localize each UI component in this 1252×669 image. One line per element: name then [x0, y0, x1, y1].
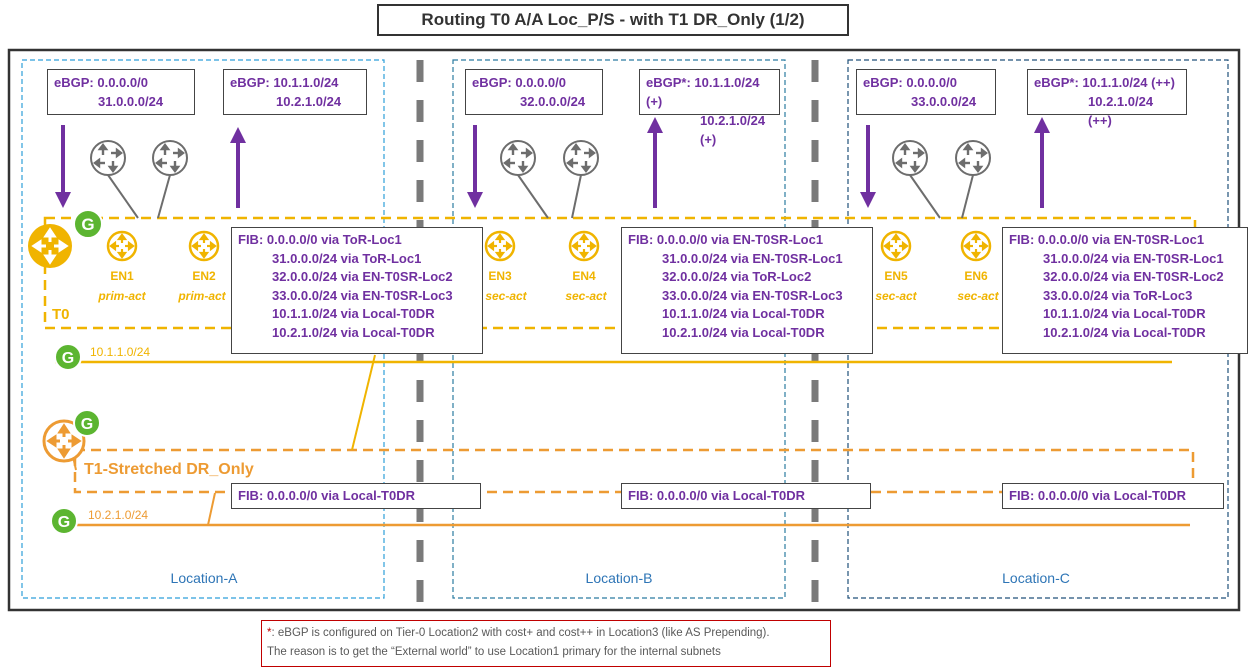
- fib-t1-box: FIB: 0.0.0.0/0 via Local-T0DR: [621, 483, 871, 509]
- g-badge-icon: G: [73, 409, 101, 437]
- tor-router-icon: [151, 139, 189, 177]
- location-label: Location-A: [170, 570, 238, 586]
- location-label: Location-C: [1002, 570, 1070, 586]
- edge-node-icon: [568, 230, 600, 262]
- bgp-in-box: eBGP: 0.0.0.0/0 32.0.0.0/24: [465, 69, 603, 115]
- t0-router-icon: [28, 224, 72, 268]
- g-badge-icon: G: [54, 343, 82, 371]
- fib-t0-box: FIB: 0.0.0.0/0 via EN-T0SR-Loc1 31.0.0.0…: [1002, 227, 1248, 354]
- location-a-box: [21, 59, 385, 599]
- location-label: Location-B: [585, 570, 653, 586]
- bgp-out-box: eBGP*: 10.1.1.0/24 (++) 10.2.1.0/24 (++): [1027, 69, 1187, 128]
- fib-t1-box: FIB: 0.0.0.0/0 via Local-T0DR: [231, 483, 481, 509]
- edge-node-mode: prim-act: [98, 289, 146, 303]
- t0-label: T0: [52, 306, 70, 323]
- segment-label: 10.2.1.0/24: [88, 508, 149, 522]
- edge-node-icon: [484, 230, 516, 262]
- t1-label: T1-Stretched DR_Only: [82, 461, 256, 479]
- tor-router-icon: [499, 139, 537, 177]
- edge-node-label: EN3: [488, 269, 512, 283]
- svg-text:G: G: [81, 215, 94, 234]
- edge-node-mode: sec-act: [485, 289, 527, 303]
- svg-text:G: G: [62, 350, 74, 367]
- svg-text:G: G: [58, 514, 70, 531]
- fib-t0-box: FIB: 0.0.0.0/0 via ToR-Loc1 31.0.0.0/24 …: [231, 227, 483, 354]
- bgp-in-box: eBGP: 0.0.0.0/0 31.0.0.0/24: [47, 69, 195, 115]
- edge-node-label: EN5: [884, 269, 908, 283]
- tor-router-icon: [891, 139, 929, 177]
- segment-label: 10.1.1.0/24: [90, 345, 151, 359]
- edge-node-label: EN6: [964, 269, 988, 283]
- edge-node-label: EN2: [192, 269, 216, 283]
- edge-node-icon: [188, 230, 220, 262]
- tor-router-icon: [954, 139, 992, 177]
- edge-node-mode: sec-act: [875, 289, 917, 303]
- t1-segment-link: [207, 492, 216, 526]
- edge-node-mode: sec-act: [565, 289, 607, 303]
- svg-text:G: G: [81, 416, 93, 433]
- edge-node-mode: sec-act: [957, 289, 999, 303]
- bgp-out-box: eBGP: 10.1.1.0/24 10.2.1.0/24: [223, 69, 367, 115]
- tor-router-icon: [89, 139, 127, 177]
- diagram-title: Routing T0 A/A Loc_P/S - with T1 DR_Only…: [377, 4, 849, 36]
- edge-node-icon: [960, 230, 992, 262]
- edge-node-mode: prim-act: [178, 289, 226, 303]
- edge-node-label: EN4: [572, 269, 596, 283]
- bgp-in-box: eBGP: 0.0.0.0/0 33.0.0.0/24: [856, 69, 996, 115]
- footnote: *: eBGP is configured on Tier-0 Location…: [261, 620, 831, 667]
- fib-t1-box: FIB: 0.0.0.0/0 via Local-T0DR: [1002, 483, 1224, 509]
- fib-t0-box: FIB: 0.0.0.0/0 via EN-T0SR-Loc1 31.0.0.0…: [621, 227, 873, 354]
- t1-router-icon: [42, 419, 86, 463]
- edge-node-icon: [880, 230, 912, 262]
- g-badge-icon: G: [73, 209, 103, 239]
- t0-t1-link: [351, 354, 376, 451]
- edge-node-icon: [106, 230, 138, 262]
- edge-node-label: EN1: [110, 269, 134, 283]
- tor-router-icon: [562, 139, 600, 177]
- g-badge-icon: G: [50, 507, 78, 535]
- bgp-out-box: eBGP*: 10.1.1.0/24 (+) 10.2.1.0/24 (+): [639, 69, 780, 147]
